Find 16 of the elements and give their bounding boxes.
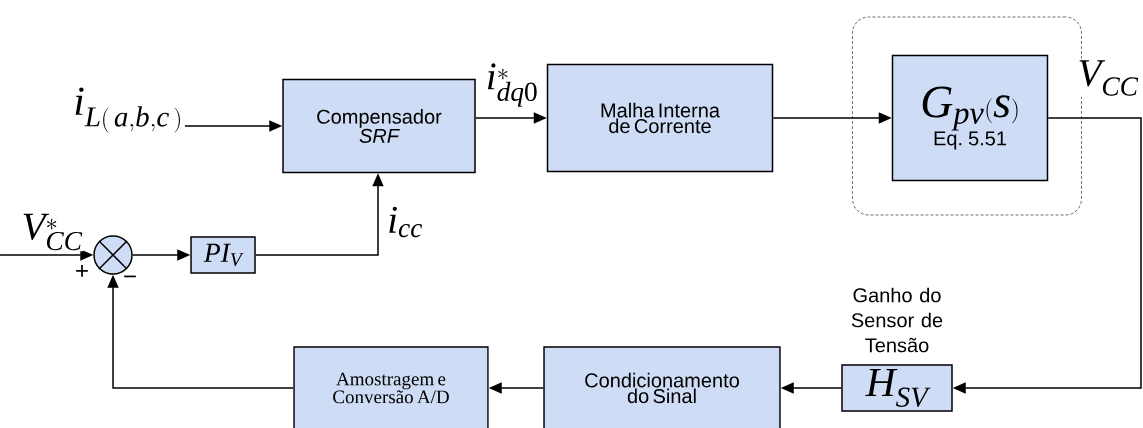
gain-box: $H_{SV}$ — [841, 364, 953, 412]
edge-label: $V^{*}_{CC}$ — [20, 212, 84, 252]
process-box: $G_{pv}(s)$ Eq. 5.51 — [891, 54, 1049, 182]
process-box: Amostragem e Conversão A/D — [293, 346, 489, 428]
process-box: Condicionamento do Sinal — [543, 346, 781, 428]
edge-label: $i^{*}_{dq0}$ — [484, 62, 540, 108]
summing-junction — [93, 235, 133, 275]
node-caption: Ganho do Sensor de Tensão — [851, 287, 943, 353]
process-box: Compensador SRF — [282, 78, 476, 174]
edge-label: $V_{CC}$ — [1076, 59, 1140, 97]
process-box: Malha Interna de Corrente — [546, 63, 774, 173]
input-signal-label: $i_{L(\,a,b,c\,)}$ — [75, 87, 180, 133]
sign-label: − — [124, 275, 136, 278]
gain-box: $PI_{V}$ — [190, 236, 256, 274]
edge-label: $i_{cc}$ — [386, 205, 424, 239]
sign-label: + — [76, 265, 88, 277]
